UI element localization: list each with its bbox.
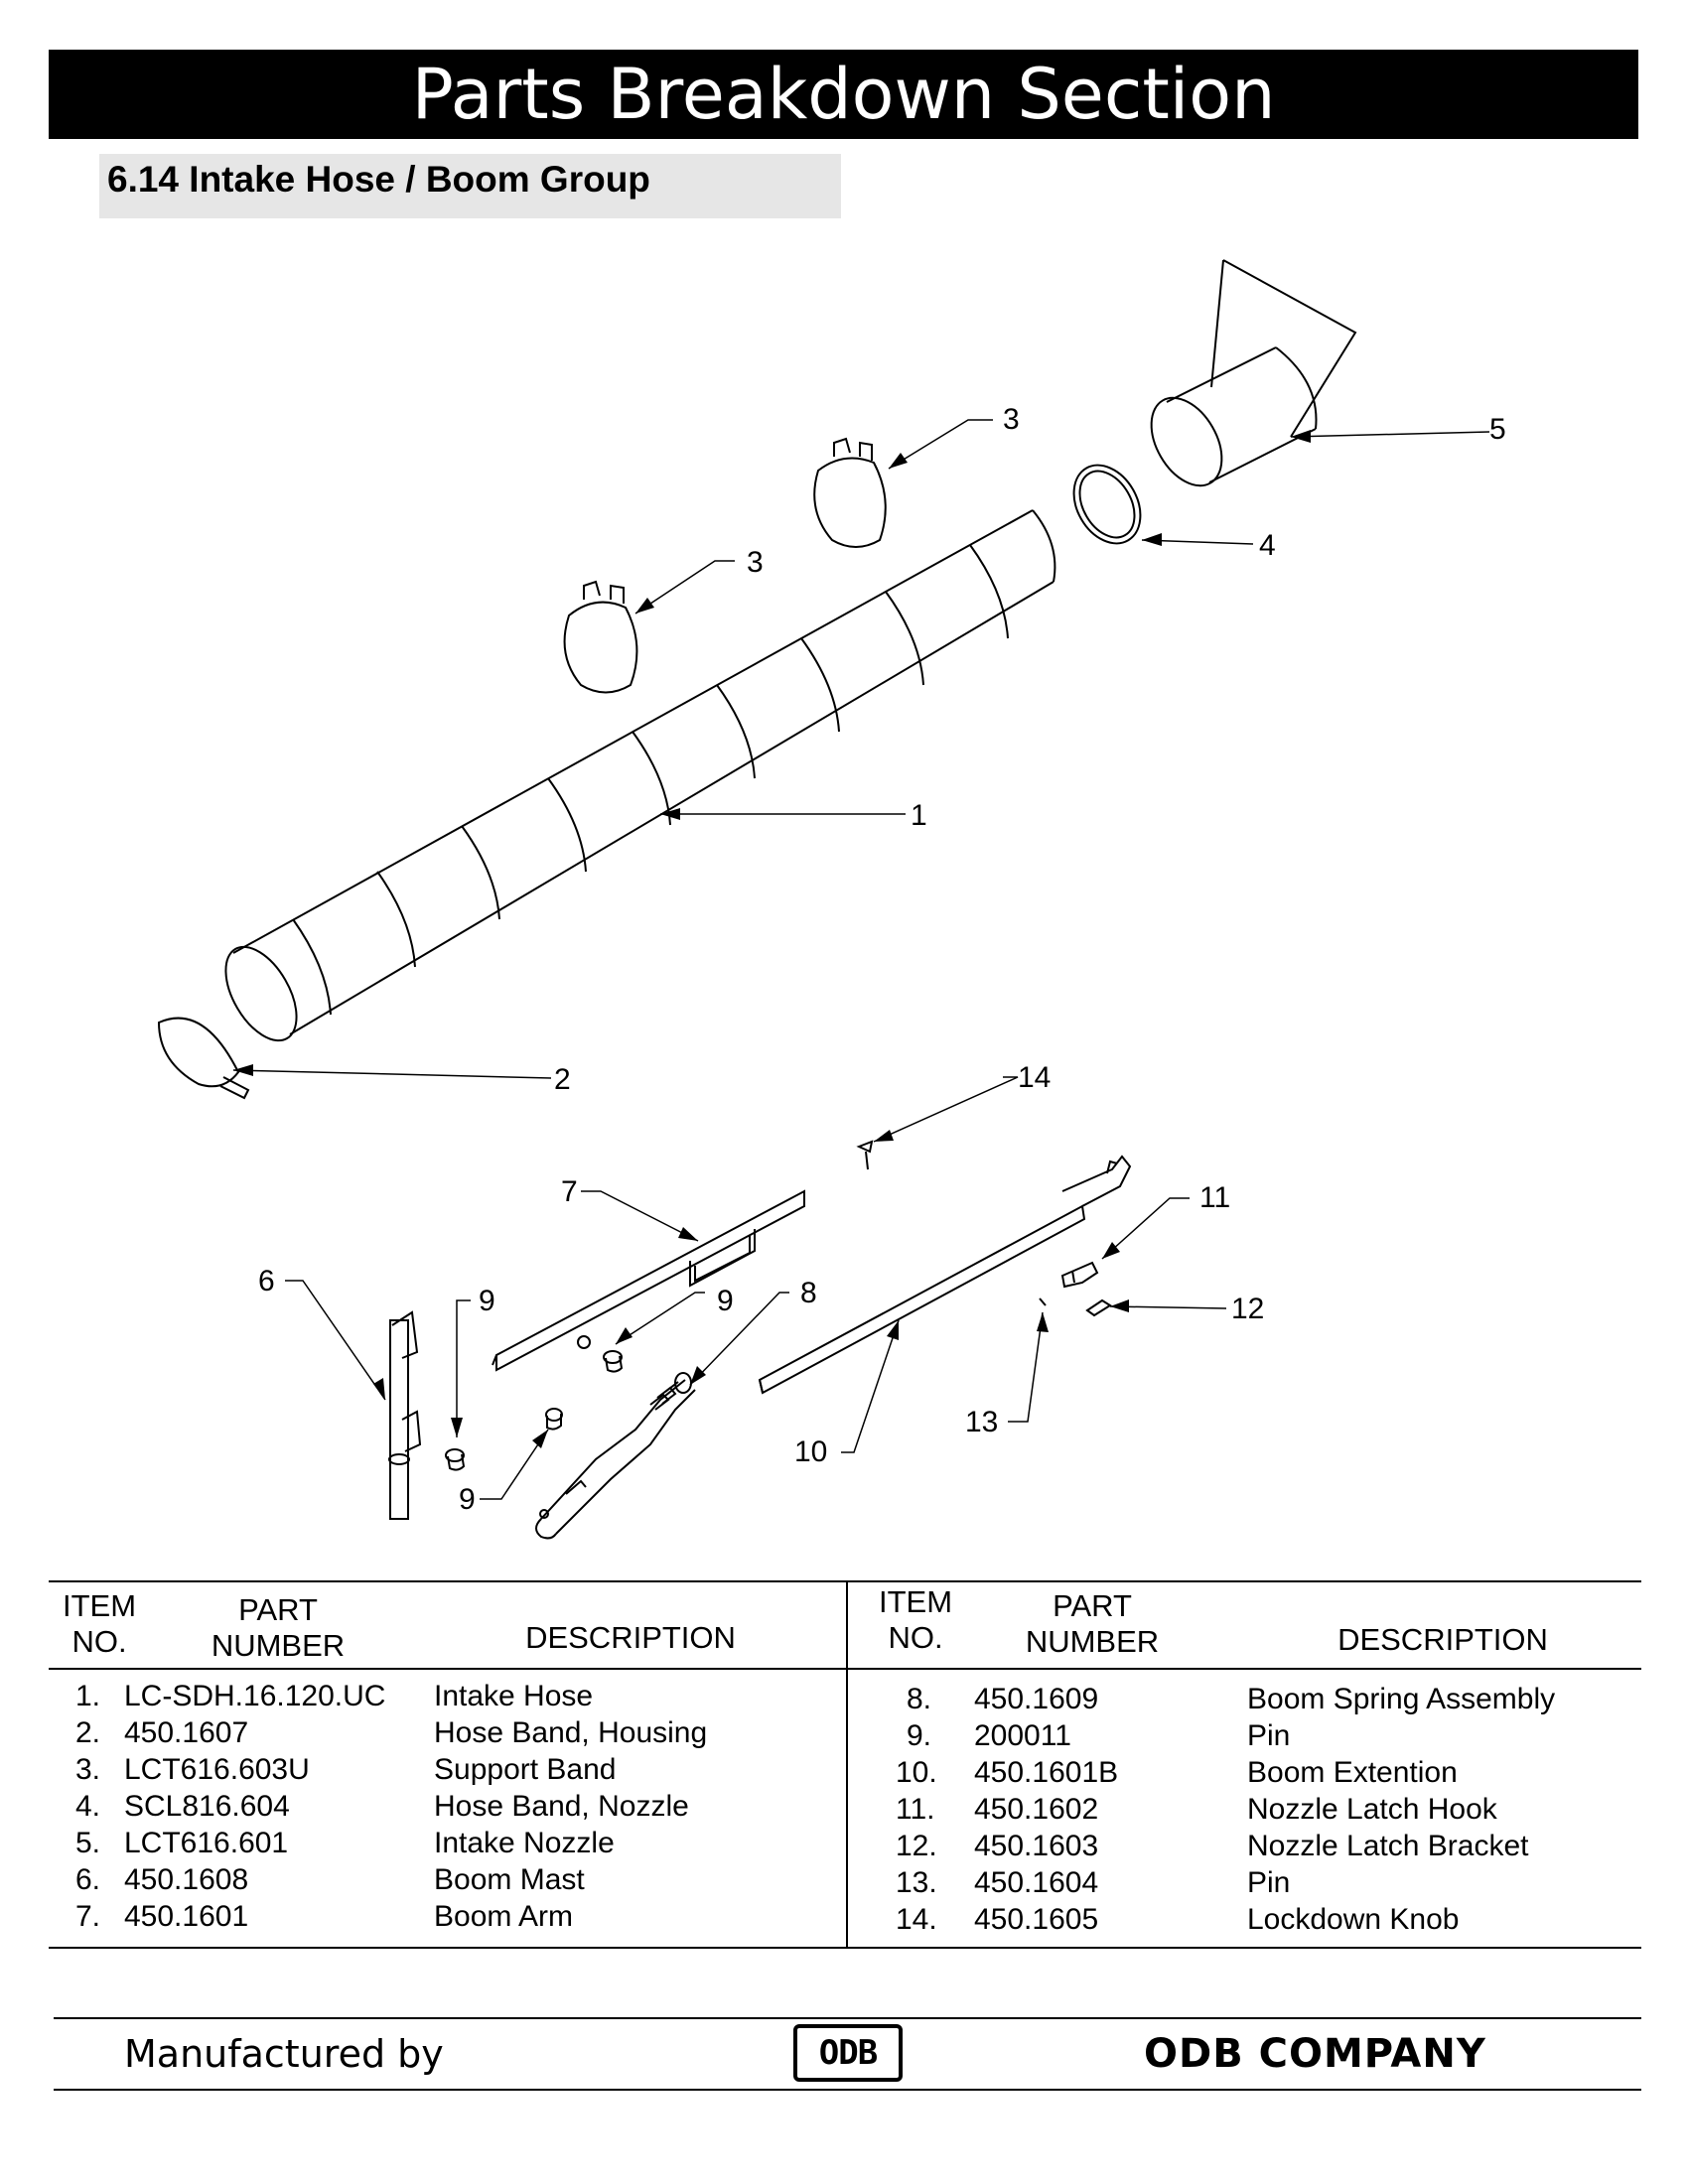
callout-9a: 9: [479, 1285, 495, 1317]
callout-3a: 3: [747, 546, 764, 579]
company-name: ODB COMPANY: [1144, 2031, 1486, 2077]
table-divider: [846, 1580, 848, 1949]
boom-arm-drawing: [492, 1189, 805, 1372]
callout-13: 13: [965, 1406, 998, 1438]
latch-bracket-drawing: [1085, 1298, 1112, 1317]
callout-12: 12: [1231, 1293, 1264, 1325]
callout-1: 1: [911, 799, 927, 832]
boom-extension-drawing: [758, 1155, 1132, 1395]
small-pin-drawing: [1039, 1297, 1047, 1306]
page-title: Parts Breakdown Section: [411, 54, 1276, 135]
callout-4: 4: [1259, 529, 1276, 562]
odb-logo: ODB: [793, 2024, 903, 2082]
footer-bottom-rule: [54, 2089, 1641, 2091]
callout-5: 5: [1489, 413, 1506, 446]
boom-spring-assembly-drawing: [535, 1372, 696, 1540]
callout-10: 10: [794, 1435, 827, 1468]
callout-14: 14: [1018, 1061, 1051, 1094]
boom-mast-drawing: [388, 1310, 422, 1520]
section-title: 6.14 Intake Hose / Boom Group: [99, 154, 841, 218]
callout-7: 7: [561, 1175, 578, 1208]
table-header-rule: [49, 1668, 1641, 1670]
callout-9c: 9: [459, 1483, 476, 1516]
header-description-right: DESCRIPTION: [1337, 1622, 1548, 1657]
intake-nozzle-drawing: [1150, 259, 1357, 487]
header-description: DESCRIPTION: [525, 1620, 736, 1655]
latch-hook-drawing: [1060, 1261, 1099, 1289]
callout-6: 6: [258, 1265, 275, 1297]
callout-11: 11: [1199, 1181, 1230, 1214]
header-item-no-right: ITEM NO.: [878, 1584, 953, 1655]
hose-band-nozzle-drawing: [1072, 464, 1142, 545]
hose-band-housing-drawing: [157, 1017, 250, 1100]
manufactured-by-label: Manufactured by: [124, 2032, 444, 2076]
intake-hose-drawing: [224, 509, 1056, 1042]
callout-9b: 9: [717, 1285, 734, 1317]
callout-8: 8: [800, 1277, 817, 1309]
header-part-number-right: PART NUMBER: [1025, 1588, 1160, 1659]
footer-top-rule: [54, 2017, 1641, 2019]
page-title-banner: Parts Breakdown Section: [49, 50, 1638, 139]
header-part-number: PART NUMBER: [211, 1592, 346, 1663]
lockdown-knob-drawing: [856, 1140, 874, 1170]
callout-2: 2: [554, 1063, 571, 1096]
table-top-rule: [49, 1580, 1641, 1582]
callout-3b: 3: [1003, 403, 1020, 436]
parts-diagram: 1 2 3 3 4 5 6 7 8 9 9 9 10 11 12 13 14: [157, 259, 1506, 1540]
header-item-no: ITEM NO.: [62, 1588, 137, 1659]
pin-drawing: [445, 1350, 624, 1471]
support-band-drawing: [563, 437, 887, 694]
table-bottom-rule: [49, 1947, 1641, 1949]
